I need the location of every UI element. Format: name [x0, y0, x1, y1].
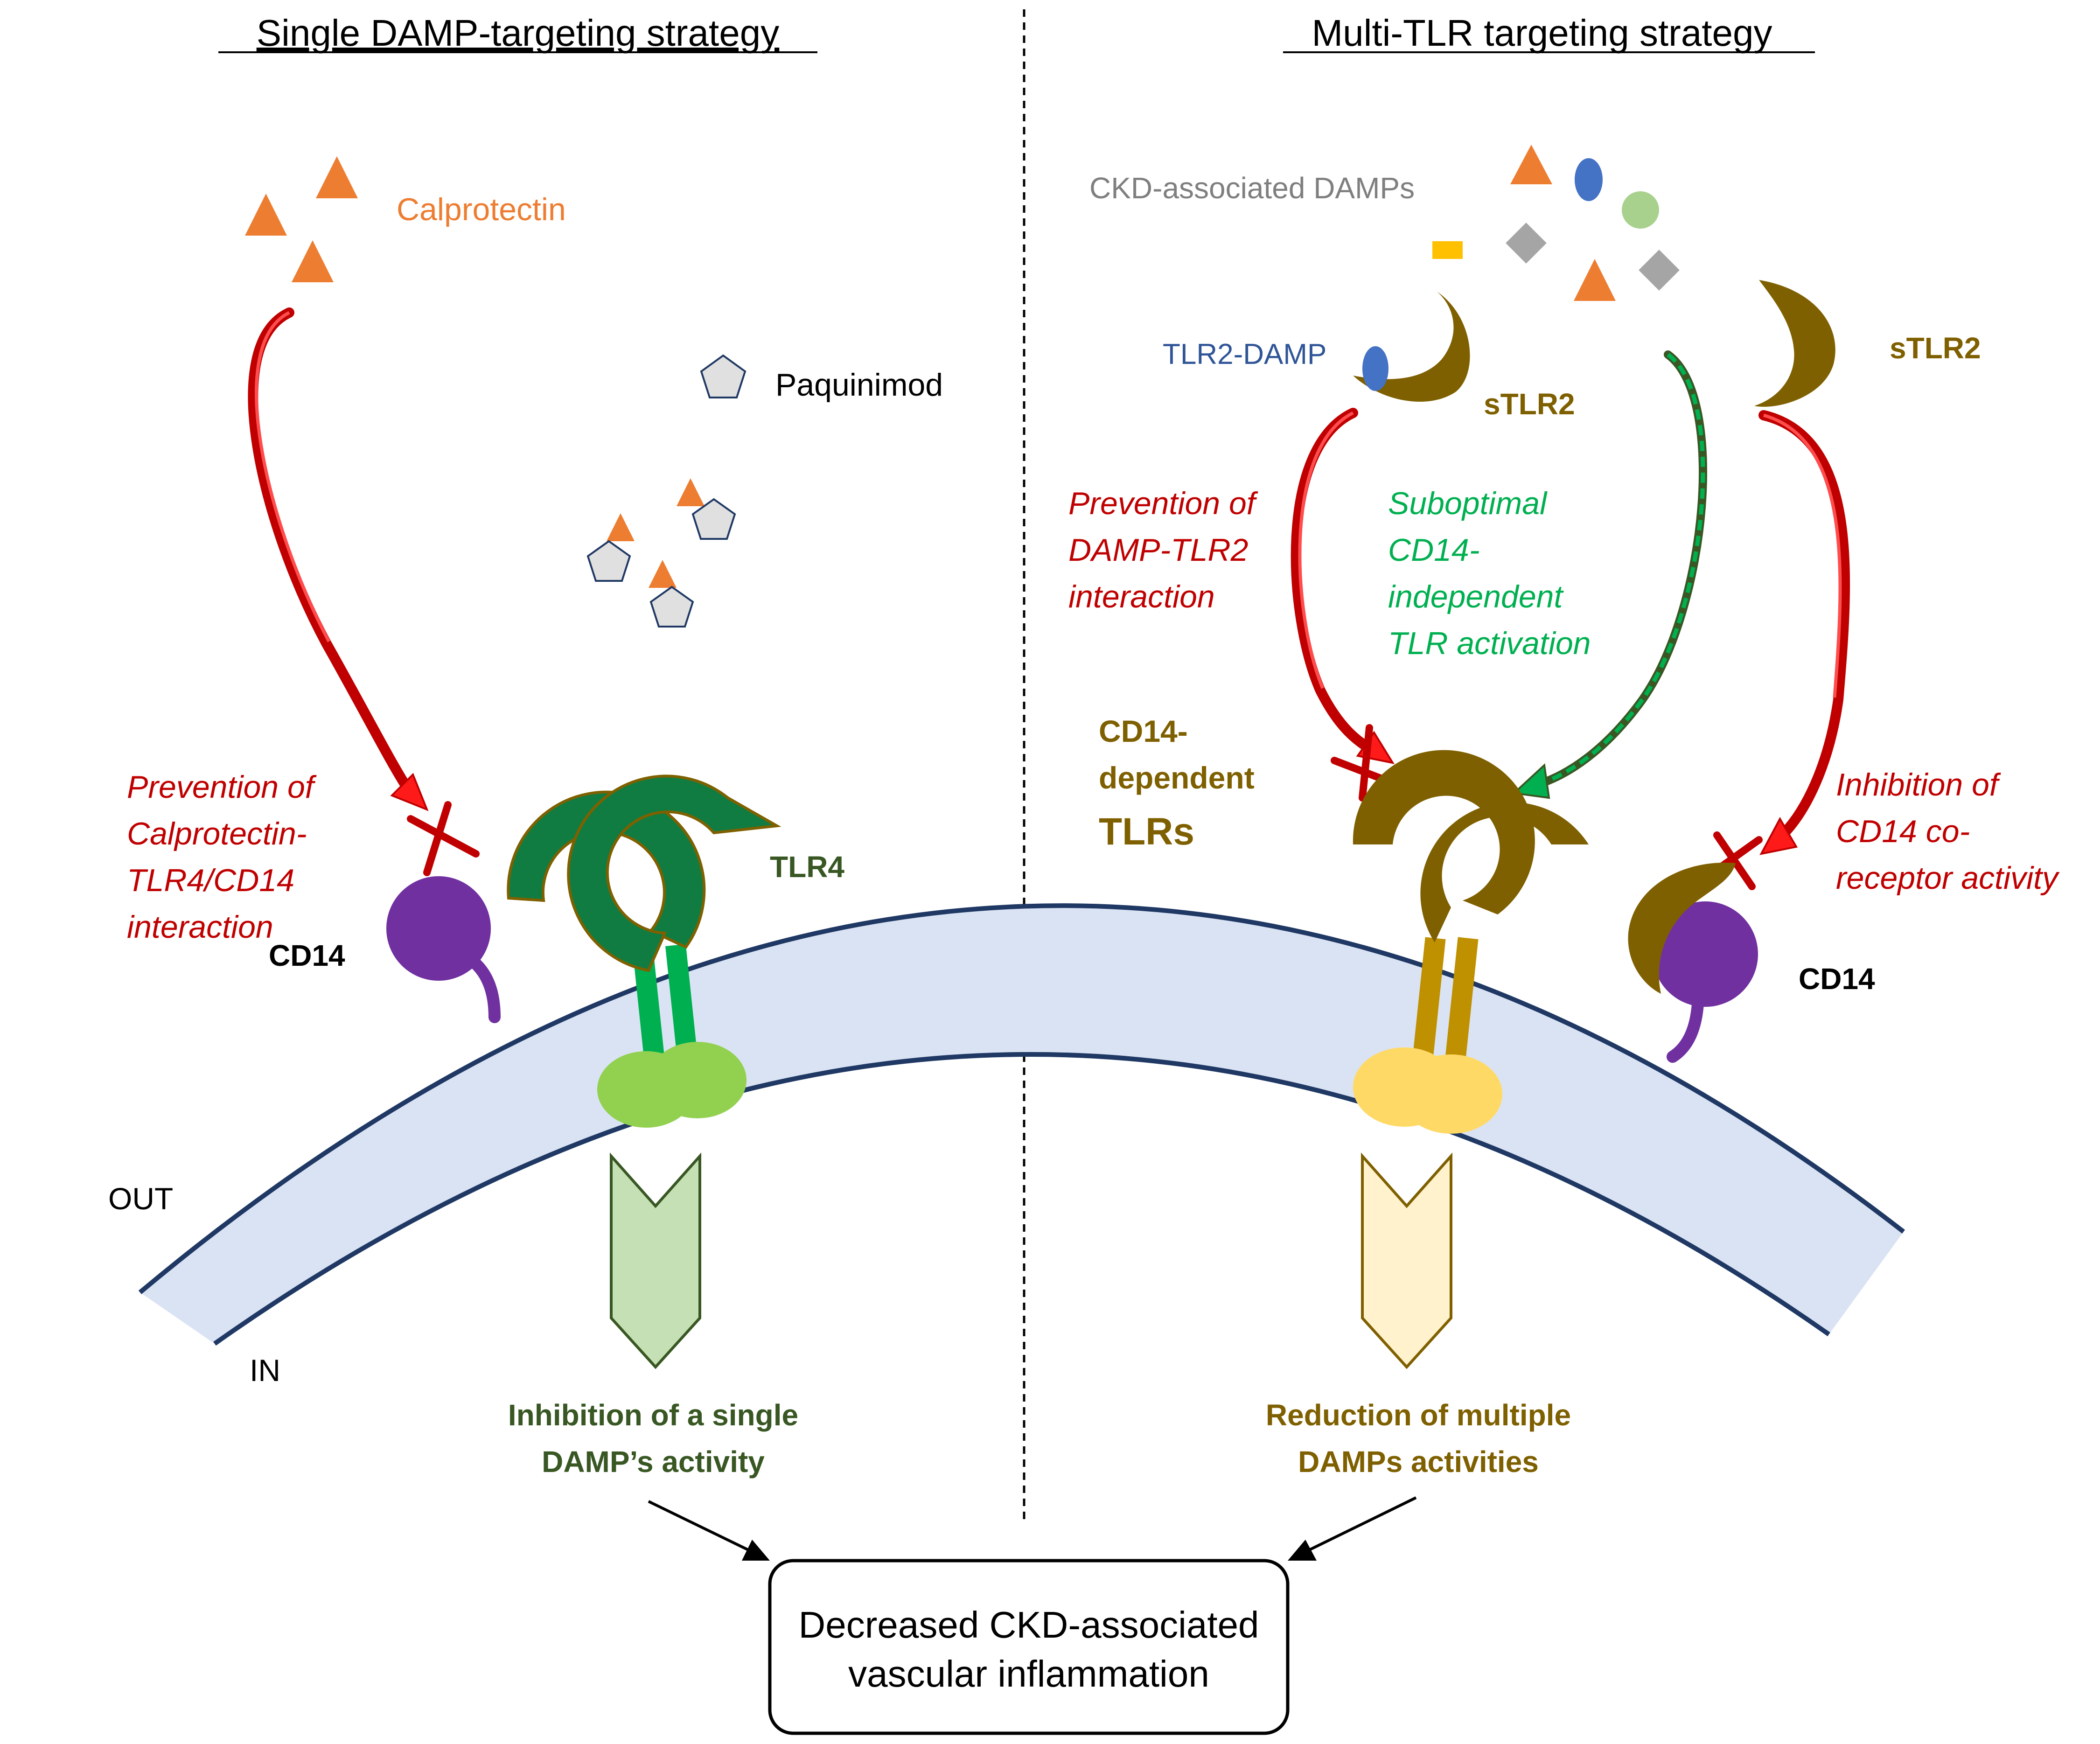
chevron-arrow-icon [1361, 1152, 1452, 1369]
tlr-tir-domain [1400, 1054, 1502, 1134]
inhibition-text: Inhibition of CD14 co- receptor activity [1836, 767, 2060, 896]
tlr4-horseshoe [567, 774, 781, 972]
inhibition-line: receptor activity [1836, 860, 2060, 896]
calprotectin-label: Calprotectin [397, 192, 566, 227]
right-prevention-line: Prevention of [1068, 486, 1258, 521]
right-heading: Multi-TLR targeting strategy [1312, 12, 1772, 54]
calprotectin-triangle-icon [245, 194, 287, 236]
suboptimal-line: independent [1388, 579, 1564, 614]
tlr-horseshoe [1420, 802, 1589, 942]
calprotectin-triangle-icon [649, 560, 677, 588]
tlr4-tir-domain [649, 1042, 747, 1118]
damp-ellipse-icon [1362, 346, 1388, 391]
calprotectin-triangle-icon [1574, 259, 1616, 301]
left-prevention-line: Prevention of [127, 769, 317, 805]
paquinimod-pentagon-icon [691, 498, 736, 540]
stlr2-crescent-icon [1628, 862, 1736, 994]
right-prevention-line: DAMP-TLR2 [1068, 532, 1248, 568]
tlr4-label: TLR4 [770, 850, 844, 884]
calprotectin-paquinimod-complexes [586, 478, 736, 628]
out-label: OUT [108, 1181, 173, 1216]
left-prevention-line: TLR4/CD14 [127, 863, 294, 898]
paquinimod-pentagon-icon [700, 354, 747, 398]
final-outcome-line: Decreased CKD-associated [798, 1604, 1259, 1646]
paquinimod-pentagon-icon [586, 540, 631, 582]
suboptimal-activation-arrow [1512, 350, 1707, 799]
inhibition-line: CD14 co- [1836, 814, 1970, 849]
calprotectin-triangle-icon [1510, 145, 1552, 184]
inhibition-line: Inhibition of [1836, 767, 2001, 802]
damp-symbols [1432, 145, 1680, 301]
right-prevention-text: Prevention of DAMP-TLR2 interaction [1068, 486, 1258, 614]
cd14-dependent-line: CD14- [1099, 714, 1188, 748]
tlr2-damp-label: TLR2-DAMP [1163, 338, 1326, 370]
right-outcome-line: Reduction of multiple [1266, 1398, 1571, 1432]
damp-ellipse-icon [1575, 158, 1603, 201]
right-prevention-line: interaction [1068, 579, 1215, 614]
ckd-damps-label: CKD-associated DAMPs [1089, 171, 1415, 205]
right-prevention-arrow [1291, 408, 1395, 764]
left-prevention-line: Calprotectin- [127, 816, 307, 851]
paquinimod-label: Paquinimod [775, 367, 943, 403]
suboptimal-line: CD14- [1388, 532, 1480, 568]
cd14-head [386, 876, 491, 981]
stlr2-right-label: sTLR2 [1890, 331, 1981, 365]
left-prevention-text: Prevention of Calprotectin- TLR4/CD14 in… [127, 769, 317, 945]
in-label: IN [250, 1353, 280, 1388]
calprotectin-triangle-icon [316, 156, 358, 198]
stlr2-crescent-icon [1353, 292, 1470, 402]
damp-diamond-icon [1639, 250, 1680, 291]
cd14-receptor-left [386, 876, 501, 1023]
suboptimal-line: Suboptimal [1388, 486, 1548, 521]
tlr4-dimer [507, 774, 781, 1128]
suboptimal-line: TLR activation [1388, 626, 1591, 661]
final-outcome-box [768, 1559, 1290, 1735]
calprotectin-triangle-icon [607, 513, 635, 541]
tlr-horseshoe [1353, 750, 1535, 914]
damp-rectangle-icon [1432, 241, 1463, 259]
right-inhibition-arrow [1758, 410, 1850, 855]
cd14-receptor-right [1628, 862, 1758, 1063]
final-outcome-line: vascular inflammation [848, 1653, 1209, 1695]
left-prevention-arrow [248, 307, 429, 811]
cd14-dependent-line: TLRs [1099, 810, 1194, 853]
paquinimod-pentagon-icon [649, 586, 694, 628]
right-outcome-line: DAMPs activities [1298, 1445, 1539, 1479]
cd14-left-label: CD14 [269, 939, 345, 972]
stlr2-crescent-icon [1754, 280, 1835, 407]
membrane-inner-edge [213, 1052, 1830, 1346]
calprotectin-triangle-icon [292, 240, 334, 282]
chevron-arrow-icon [610, 1152, 701, 1369]
cd14-dependent-text: CD14- dependent TLRs [1099, 714, 1255, 853]
membrane-outer-edge [138, 903, 1905, 1294]
cd14-dependent-tlr-dimer [1353, 750, 1589, 1134]
block-x-icon [407, 801, 480, 876]
damp-circle-icon [1622, 191, 1659, 229]
cd14-right-label: CD14 [1799, 962, 1875, 996]
calprotectin-triangle-icon [677, 478, 705, 506]
left-outcome-line: DAMP’s activity [542, 1445, 765, 1479]
converging-arrow-left [648, 1500, 770, 1561]
converging-arrow-right [1288, 1496, 1417, 1561]
damp-diamond-icon [1506, 223, 1547, 264]
left-outcome-line: Inhibition of a single [508, 1398, 798, 1432]
left-prevention-line: interaction [127, 909, 273, 945]
left-heading: Single DAMP-targeting strategy [257, 12, 780, 54]
cd14-dependent-line: dependent [1099, 760, 1255, 795]
stlr2-left-label: sTLR2 [1484, 387, 1575, 421]
cd14-head [1653, 901, 1758, 1007]
suboptimal-text: Suboptimal CD14- independent TLR activat… [1388, 486, 1591, 661]
